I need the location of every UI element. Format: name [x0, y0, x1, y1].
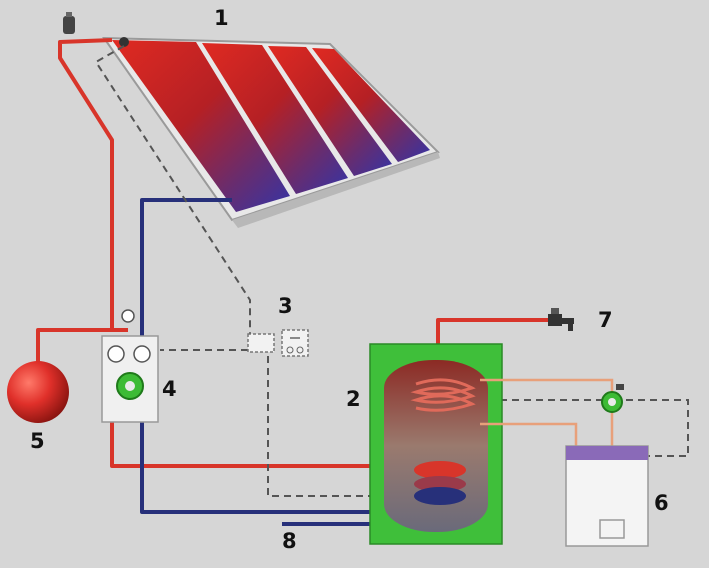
label-collector: 1: [214, 6, 229, 30]
collector-sensor-icon: [119, 37, 129, 47]
lower-solar-coil: [414, 461, 466, 505]
label-cold-water-inlet: 8: [282, 529, 297, 553]
gauge-icon: [133, 345, 151, 363]
upper-heating-coil: [410, 378, 476, 412]
air-vent-icon: [63, 12, 75, 34]
label-hot-water-tap: 7: [598, 308, 613, 332]
collector-panel: [112, 40, 290, 212]
expansion-vessel: [7, 361, 69, 423]
hot-flow-pipe: [36, 38, 552, 468]
boiler-circuit-pipes: [480, 378, 614, 448]
collector-panel: [202, 43, 348, 194]
storage-tank: [369, 343, 503, 545]
boiler: [565, 445, 649, 547]
collector-panel: [268, 46, 392, 176]
label-expansion-vessel: 5: [30, 429, 45, 453]
cold-return-pipe: [140, 198, 462, 514]
label-pump-station: 4: [162, 377, 177, 401]
solar-collector: [102, 36, 440, 228]
tap-icon: [548, 308, 574, 331]
controller: [247, 329, 309, 357]
gauge-icon: [107, 345, 125, 363]
collector-panel: [312, 48, 430, 162]
label-boiler: 6: [654, 491, 669, 515]
boiler-pump-icon: [601, 384, 624, 413]
label-storage-tank: 2: [346, 387, 361, 411]
pump-station: [101, 309, 159, 423]
control-wiring: [94, 45, 689, 497]
label-controller: 3: [278, 294, 293, 318]
pressure-gauge-icon: [121, 309, 135, 323]
